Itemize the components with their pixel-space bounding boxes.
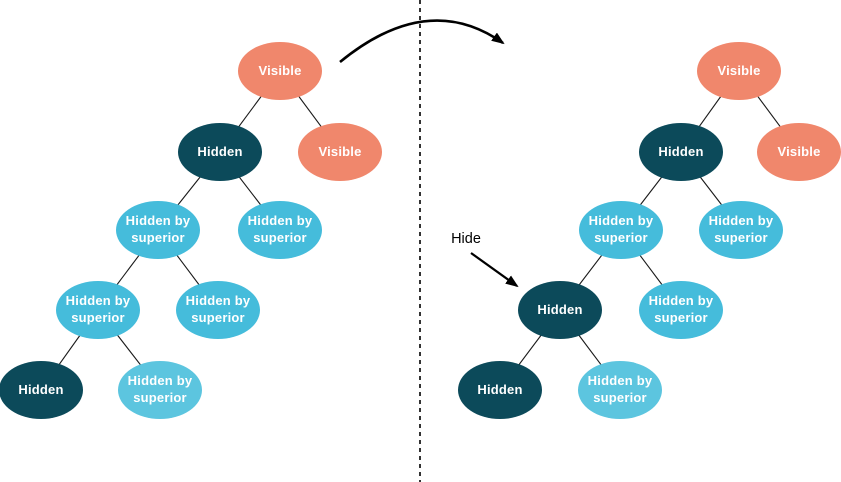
tree-node-hidden: Hidden [178, 123, 262, 181]
tree-node-label: Hidden by superior [125, 213, 191, 245]
tree-node-label: Visible [318, 143, 362, 159]
tree-node-label: Hidden by superior [648, 293, 714, 325]
tree-node-hidden-by-superior: Hidden by superior [56, 281, 140, 339]
tree-node-label: Visible [777, 143, 821, 159]
tree-node-label: Hidden by superior [587, 373, 653, 405]
tree-node-hidden: Hidden [518, 281, 602, 339]
tree-node-label: Hidden [477, 381, 523, 397]
tree-node-label: Hidden [18, 381, 64, 397]
tree-node-label: Hidden by superior [588, 213, 654, 245]
tree-node-label: Hidden [537, 301, 583, 317]
tree-node-hidden: Hidden [0, 361, 83, 419]
tree-node-label: Hidden by superior [247, 213, 313, 245]
tree-node-label: Visible [258, 62, 302, 78]
tree-node-label: Hidden by superior [708, 213, 774, 245]
tree-node-label: Hidden by superior [185, 293, 251, 325]
tree-node-visible: Visible [757, 123, 841, 181]
tree-node-hidden-by-superior: Hidden by superior [238, 201, 322, 259]
tree-node-hidden: Hidden [458, 361, 542, 419]
tree-node-visible: Visible [697, 42, 781, 100]
tree-node-hidden: Hidden [639, 123, 723, 181]
hide-arrow [470, 252, 519, 288]
tree-node-hidden-by-superior: Hidden by superior [176, 281, 260, 339]
transform-arrow [339, 19, 505, 64]
hide-annotation-label: Hide [451, 231, 481, 247]
tree-node-label: Hidden [658, 143, 704, 159]
tree-node-hidden-by-superior: Hidden by superior [699, 201, 783, 259]
tree-node-label: Hidden [197, 143, 243, 159]
tree-node-hidden-by-superior-light: Hidden by superior [118, 361, 202, 419]
tree-node-visible: Visible [298, 123, 382, 181]
tree-node-label: Hidden by superior [65, 293, 131, 325]
tree-node-visible: Visible [238, 42, 322, 100]
tree-node-hidden-by-superior: Hidden by superior [639, 281, 723, 339]
tree-node-hidden-by-superior-light: Hidden by superior [578, 361, 662, 419]
tree-node-label: Visible [717, 62, 761, 78]
tree-node-label: Hidden by superior [127, 373, 193, 405]
tree-node-hidden-by-superior: Hidden by superior [116, 201, 200, 259]
tree-node-hidden-by-superior: Hidden by superior [579, 201, 663, 259]
